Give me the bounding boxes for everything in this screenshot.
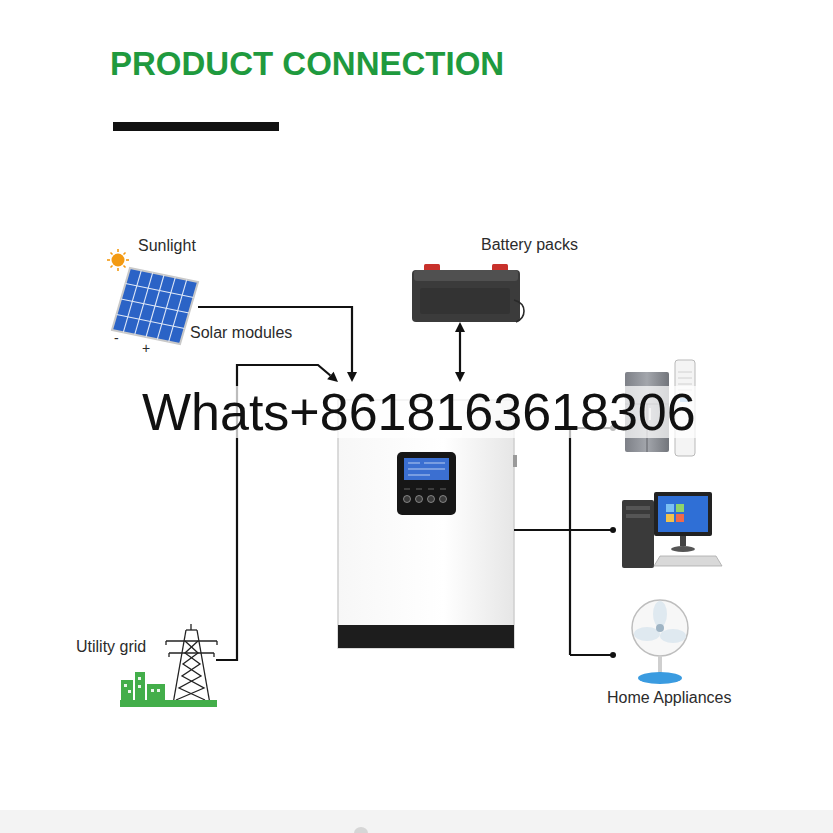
node-label: Utility grid	[76, 638, 146, 656]
node-label: Solar modules	[190, 324, 292, 342]
battery-node: Battery packs	[412, 266, 520, 322]
polarity-sign: -	[114, 331, 119, 345]
connector-line	[514, 529, 570, 531]
grid-node: Utility grid	[118, 626, 216, 708]
appliance-wiring	[570, 428, 612, 655]
battery-pack	[412, 264, 524, 322]
computer-icon	[622, 492, 722, 568]
polarity-sign: +	[142, 341, 150, 355]
diagram-title: PRODUCT CONNECTION	[110, 47, 504, 80]
utility-grid	[120, 624, 217, 707]
node-label: Home Appliances	[607, 689, 732, 707]
sun-icon	[107, 249, 129, 271]
scroll-tab	[354, 827, 368, 833]
watermark: Whats+8618163618306	[142, 386, 696, 438]
solar-panel	[112, 268, 198, 344]
arrow-head	[455, 322, 465, 332]
fan-icon	[632, 600, 688, 684]
bottom-strip	[0, 810, 833, 833]
plug-dot	[610, 425, 616, 658]
sun-label: Sunlight	[138, 238, 196, 254]
arrow-head	[327, 372, 338, 382]
solar-node: Solar modules	[110, 268, 198, 346]
node-label: Battery packs	[481, 236, 578, 254]
title-underline	[113, 122, 279, 131]
arrow-head	[347, 372, 357, 382]
arrow-head	[455, 372, 465, 382]
connector-line	[459, 332, 461, 372]
